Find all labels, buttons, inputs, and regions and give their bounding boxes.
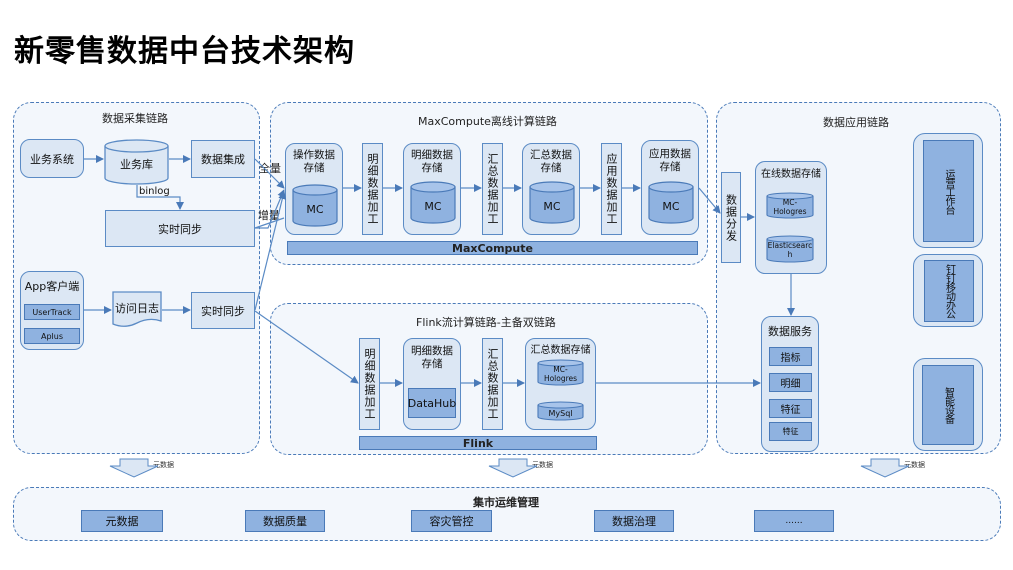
database-icon bbox=[648, 181, 694, 224]
hologres-label: MC-Hologres bbox=[543, 365, 578, 383]
app-dingtalk-label: 钉钉移动办公 bbox=[924, 260, 974, 322]
business-system-box: 业务系统 bbox=[20, 139, 84, 178]
flink-region-label: Flink流计算链路-主备双链路 bbox=[416, 316, 556, 329]
app-ops-workbench-label: 运营工作台 bbox=[923, 140, 974, 242]
sdk-usertrack: UserTrack bbox=[24, 304, 80, 320]
flink-bar: Flink bbox=[359, 436, 597, 450]
realtime-sync-bottom-box: 实时同步 bbox=[191, 292, 255, 329]
mc-ads-cylinder: MC bbox=[648, 181, 694, 224]
app-dingtalk: 钉钉移动办公 bbox=[913, 254, 983, 327]
ops-item-metadata: 元数据 bbox=[81, 510, 163, 532]
maxcompute-region-label: MaxCompute离线计算链路 bbox=[418, 115, 557, 128]
full-label: 全量 bbox=[259, 162, 281, 175]
maxcompute-bar: MaxCompute bbox=[287, 241, 698, 255]
service-item-metric: 指标 bbox=[769, 347, 812, 366]
flink-dws-store: 汇总数据存储 MC-Hologres MySql bbox=[525, 338, 596, 430]
flink-dwd-process: 明细数据加工 bbox=[359, 338, 380, 430]
collection-region-label: 数据采集链路 bbox=[102, 112, 168, 125]
mc-dws-cylinder: MC bbox=[529, 181, 575, 224]
mc-dwd-title: 明细数据存储 bbox=[411, 149, 453, 174]
app-smart-device: 智能设备 bbox=[913, 358, 983, 451]
mc-ods-cylinder: MC bbox=[292, 184, 338, 227]
app-smart-device-label: 智能设备 bbox=[922, 365, 974, 445]
metadata-arrow-2 bbox=[488, 458, 538, 478]
ops-item-more: ...... bbox=[754, 510, 834, 532]
metadata-arrow-label-1: 元数据 bbox=[153, 461, 174, 469]
data-distribution-box: 数据分发 bbox=[721, 172, 741, 263]
flink-dwd-store: 明细数据存储 DataHub bbox=[403, 338, 461, 430]
service-item-feature-2: 特征 bbox=[769, 422, 812, 441]
database-icon bbox=[766, 235, 814, 263]
flink-dws-process: 汇总数据加工 bbox=[482, 338, 503, 430]
online-hologres-cylinder: MC-Hologres bbox=[766, 192, 814, 219]
flink-dws-title: 汇总数据存储 bbox=[530, 345, 591, 356]
metadata-arrow-1 bbox=[109, 458, 159, 478]
database-icon bbox=[292, 184, 338, 227]
hologres-cylinder: MC-Hologres bbox=[537, 359, 584, 386]
business-db-label: 业务库 bbox=[120, 158, 153, 171]
application-region-label: 数据应用链路 bbox=[823, 116, 889, 129]
elasticsearch-cylinder: Elasticsearch bbox=[766, 235, 814, 263]
datahub-box: DataHub bbox=[408, 388, 456, 418]
access-log-document: 访问日志 bbox=[112, 291, 162, 329]
ops-region-label: 集市运维管理 bbox=[473, 496, 539, 509]
mc-ads-store: 应用数据存储 MC bbox=[641, 140, 699, 235]
mc-ods-store: 操作数据存储 MC bbox=[285, 143, 343, 235]
page-title: 新零售数据中台技术架构 bbox=[14, 34, 355, 69]
metadata-arrow-label-3: 元数据 bbox=[904, 461, 925, 469]
mc-dwd-cylinder: MC bbox=[410, 181, 456, 224]
binlog-label: binlog bbox=[139, 186, 170, 197]
elasticsearch-label: Elasticsearch bbox=[767, 241, 813, 259]
app-client-box: App客户端 UserTrack Aplus bbox=[20, 271, 84, 350]
service-item-detail: 明细 bbox=[769, 373, 812, 392]
mc-dws-store: 汇总数据存储 MC bbox=[522, 143, 580, 235]
mysql-cylinder: MySql bbox=[537, 401, 584, 421]
database-icon bbox=[410, 181, 456, 224]
service-item-feature: 特征 bbox=[769, 399, 812, 418]
ops-item-data-quality: 数据质量 bbox=[245, 510, 325, 532]
database-icon bbox=[529, 181, 575, 224]
mc-dws-engine: MC bbox=[543, 200, 561, 213]
mc-ads-process: 应用数据加工 bbox=[601, 143, 622, 235]
online-store-title: 在线数据存储 bbox=[761, 169, 821, 180]
online-hologres-label: MC-Hologres bbox=[773, 198, 807, 216]
mysql-label: MySql bbox=[548, 409, 573, 418]
realtime-sync-top-box: 实时同步 bbox=[105, 210, 255, 247]
access-log-label: 访问日志 bbox=[115, 302, 159, 315]
flink-dwd-title: 明细数据存储 bbox=[411, 345, 453, 370]
mc-dws-title: 汇总数据存储 bbox=[530, 149, 572, 174]
document-icon bbox=[112, 291, 162, 327]
sdk-aplus: Aplus bbox=[24, 328, 80, 344]
mc-ads-title: 应用数据存储 bbox=[649, 148, 691, 173]
ops-item-disaster-control: 容灾管控 bbox=[411, 510, 492, 532]
ops-item-data-governance: 数据治理 bbox=[594, 510, 674, 532]
data-service-box: 数据服务 指标 明细 特征 特征 bbox=[761, 316, 819, 452]
app-ops-workbench: 运营工作台 bbox=[913, 133, 983, 248]
incremental-label: 增量 bbox=[258, 209, 280, 222]
mc-dwd-process: 明细数据加工 bbox=[362, 143, 383, 235]
metadata-arrow-label-2: 元数据 bbox=[532, 461, 553, 469]
mc-ods-engine: MC bbox=[306, 203, 324, 216]
mc-dwd-engine: MC bbox=[424, 200, 442, 213]
data-service-title: 数据服务 bbox=[768, 325, 812, 338]
business-db-cylinder: 业务库 bbox=[104, 139, 169, 185]
mc-dws-process: 汇总数据加工 bbox=[482, 143, 503, 235]
app-client-label: App客户端 bbox=[24, 280, 80, 293]
mc-ads-engine: MC bbox=[662, 200, 680, 213]
mc-dwd-store: 明细数据存储 MC bbox=[403, 143, 461, 235]
metadata-arrow-3 bbox=[860, 458, 910, 478]
database-icon bbox=[537, 359, 584, 386]
mc-ods-title: 操作数据存储 bbox=[293, 149, 335, 174]
online-store-box: 在线数据存储 MC-Hologres Elasticsearch bbox=[755, 161, 827, 274]
ops-region bbox=[13, 487, 1001, 541]
database-icon bbox=[104, 139, 169, 185]
database-icon bbox=[766, 192, 814, 219]
database-icon bbox=[537, 401, 584, 421]
data-integration-box: 数据集成 bbox=[191, 140, 255, 178]
